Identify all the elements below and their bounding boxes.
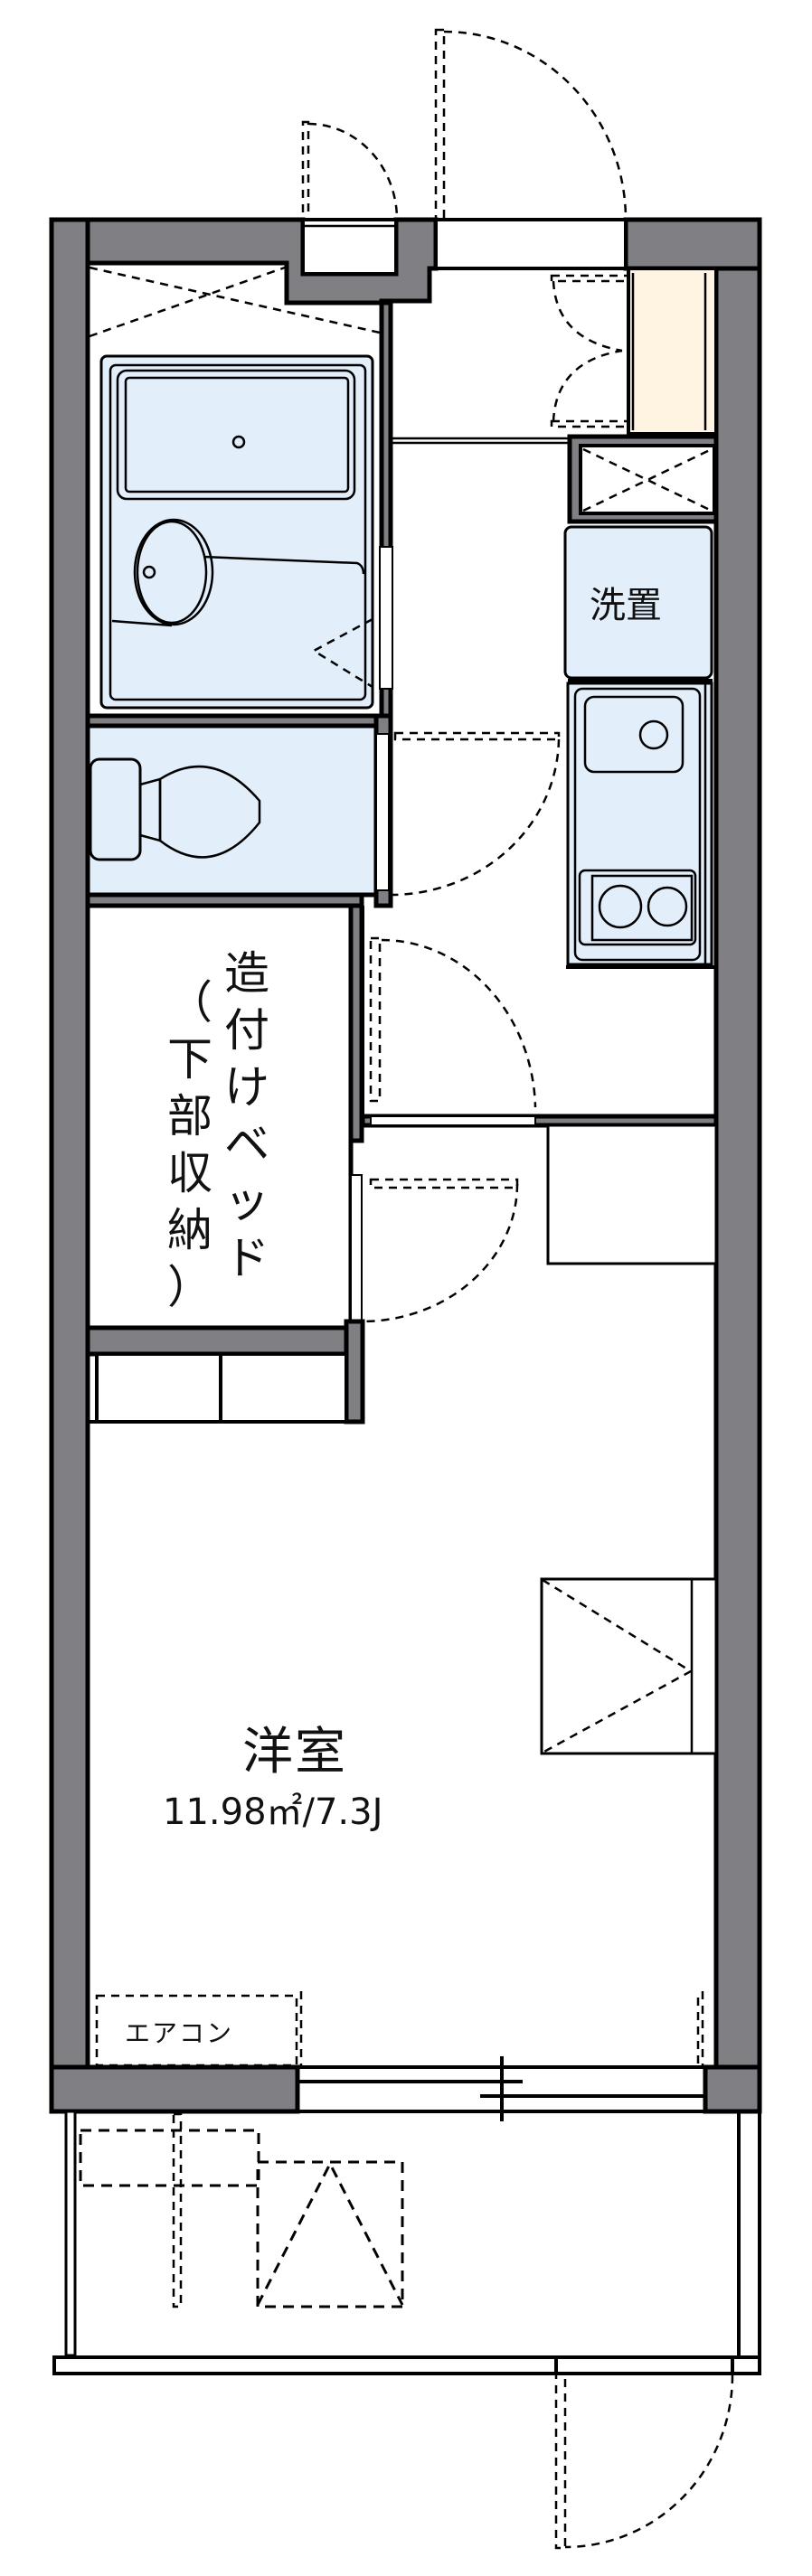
drain-pipe — [172, 2112, 183, 2308]
main-room-name: 洋室 — [242, 1723, 347, 1782]
sink-drain-icon — [638, 719, 669, 750]
built-in-bed — [85, 892, 519, 1330]
evacuation-hatch — [256, 2160, 404, 2308]
washing-machine-space — [563, 525, 713, 680]
main-room-partition — [360, 1114, 719, 1265]
wash-basin-icon — [136, 520, 208, 625]
exterior-walls — [49, 217, 762, 2114]
built-in-bed-label: 造 付 け ベ ッ ド — [224, 947, 269, 1284]
toilet-tank — [89, 757, 142, 861]
burner-icon — [647, 886, 688, 927]
washing-machine-label: 洗置 — [590, 585, 662, 626]
two-burner-stove — [578, 869, 697, 946]
entrance-door-swing — [434, 28, 628, 221]
aircon-label: エアコン — [125, 2018, 234, 2048]
corridor — [361, 267, 719, 1121]
balcony — [52, 2110, 761, 2550]
closets — [85, 1319, 365, 1424]
meter-box — [301, 218, 398, 276]
toilet-room — [85, 713, 561, 908]
under-bed-storage-label: （ 下 部 収 納 ） — [167, 976, 212, 1313]
main-room — [95, 1577, 718, 2121]
kitchen-counter — [566, 682, 713, 966]
aircon — [95, 1994, 298, 2067]
kitchen-sink — [583, 695, 685, 774]
storage-closet — [540, 1577, 718, 1755]
outdoor-unit — [79, 2129, 260, 2187]
closet-right — [219, 1352, 348, 1424]
meter-box-door — [301, 120, 399, 221]
balcony-window — [297, 2056, 705, 2121]
tub-drain-icon — [231, 435, 246, 449]
fridge-space — [546, 1123, 718, 1265]
shoe-cabinet — [627, 267, 718, 436]
closet-left — [95, 1352, 222, 1424]
main-room-area: 11.98㎡/7.3J — [163, 1791, 383, 1833]
entrance-threshold — [434, 218, 628, 270]
bathroom — [85, 266, 393, 729]
unit-bath — [99, 354, 374, 710]
toilet-bowl — [158, 765, 261, 859]
burner-icon — [598, 884, 643, 929]
